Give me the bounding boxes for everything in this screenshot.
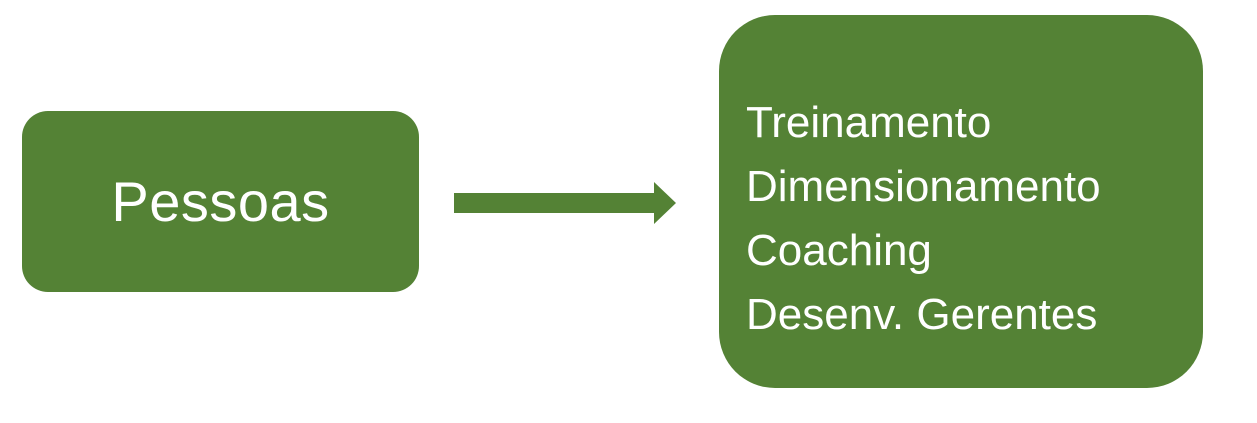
target-item-desenv-gerentes: Desenv. Gerentes [746, 290, 1098, 339]
target-item-coaching: Coaching [746, 226, 932, 275]
target-item-treinamento: Treinamento [746, 98, 992, 147]
source-box-label: Pessoas [111, 169, 330, 233]
target-list: Treinamento Dimensionamento Coaching Des… [746, 91, 1203, 347]
target-item-dimensionamento: Dimensionamento [746, 162, 1101, 211]
source-box-pessoas: Pessoas [22, 111, 419, 292]
target-box: Treinamento Dimensionamento Coaching Des… [719, 15, 1203, 388]
arrow-shape [454, 182, 676, 224]
right-arrow-icon [454, 182, 676, 224]
